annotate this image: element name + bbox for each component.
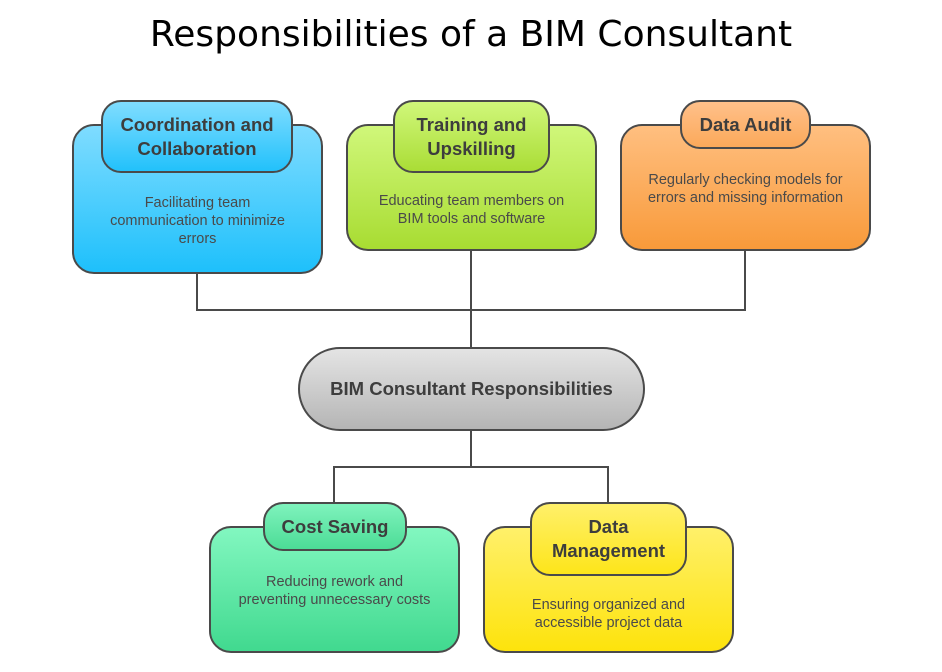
data-audit-title: Data Audit — [680, 100, 811, 149]
card-description: Reducing rework and preventing unnecessa… — [238, 574, 431, 608]
card-description: Facilitating team communication to minim… — [110, 195, 285, 247]
cost-saving-title: Cost Saving — [263, 502, 407, 551]
connector — [470, 429, 472, 467]
coordination-title: Coordination and Collaboration — [101, 100, 293, 173]
connector — [744, 249, 746, 311]
diagram-title: Responsibilities of a BIM Consultant — [149, 14, 793, 55]
connector — [470, 249, 472, 348]
center-label: BIM Consultant Responsibilities — [330, 378, 613, 399]
connector — [333, 466, 609, 468]
center-node: BIM Consultant Responsibilities — [298, 347, 645, 431]
training-title: Training and Upskilling — [393, 100, 550, 173]
card-description: Educating team members on BIM tools and … — [378, 193, 565, 227]
data-audit-card: Regularly checking models for errors and… — [620, 124, 871, 251]
data-management-title: Data Management — [530, 502, 687, 576]
connector — [196, 272, 198, 311]
connector — [333, 466, 335, 504]
connector — [607, 466, 609, 504]
card-description: Regularly checking models for errors and… — [647, 172, 844, 206]
card-description: Ensuring organized and accessible projec… — [531, 597, 686, 631]
